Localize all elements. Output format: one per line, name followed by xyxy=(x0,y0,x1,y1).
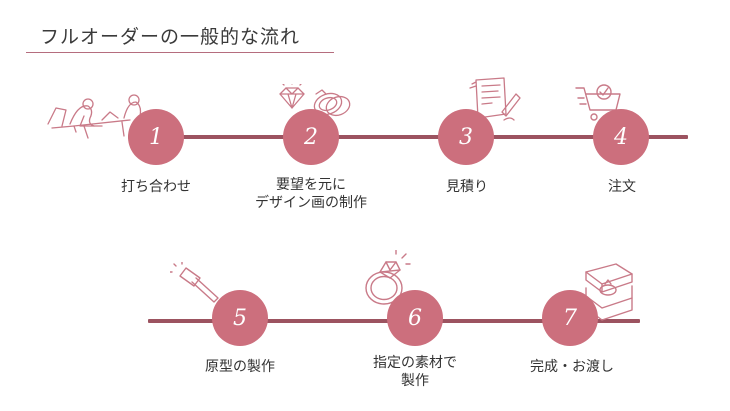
ring-illustration-icon xyxy=(362,250,412,308)
step-3-marker: 3 xyxy=(438,109,494,165)
step-2-label-line-2: デザイン画の制作 xyxy=(255,195,367,211)
step-1-label: 打ち合わせ xyxy=(76,178,236,196)
step-5-marker: 5 xyxy=(212,290,268,346)
step-2-marker: 2 xyxy=(283,109,339,165)
step-3-label-line-1: 見積り xyxy=(446,179,488,195)
estimate-document-illustration-icon xyxy=(466,76,522,122)
step-1-label-line-1: 打ち合わせ xyxy=(121,179,191,195)
step-6-label-line-2: 製作 xyxy=(401,373,429,389)
step-4-label-line-1: 注文 xyxy=(608,179,636,195)
diamond-ring-illustration-icon xyxy=(276,84,356,120)
page-title: フルオーダーの一般的な流れ xyxy=(40,26,301,48)
step-6-label: 指定の素材で 製作 xyxy=(335,354,495,390)
step-3-label: 見積り xyxy=(387,178,547,196)
timeline-track-top xyxy=(128,135,688,139)
step-1-marker: 1 xyxy=(128,109,184,165)
title-underline xyxy=(26,52,334,53)
step-7-label-line-1: 完成・お渡し xyxy=(530,359,614,375)
hammer-illustration-icon xyxy=(170,262,224,306)
step-6-label-line-1: 指定の素材で xyxy=(373,355,457,371)
step-2-label-line-1: 要望を元に xyxy=(276,177,346,193)
step-6-marker: 6 xyxy=(387,290,443,346)
step-4-marker: 4 xyxy=(593,109,649,165)
step-4-label: 注文 xyxy=(542,178,702,196)
step-2-label: 要望を元に デザイン画の制作 xyxy=(231,176,391,212)
step-5-label-line-1: 原型の製作 xyxy=(205,359,275,375)
step-7-marker: 7 xyxy=(542,290,598,346)
step-7-label: 完成・お渡し xyxy=(492,358,652,376)
step-5-label: 原型の製作 xyxy=(160,358,320,376)
